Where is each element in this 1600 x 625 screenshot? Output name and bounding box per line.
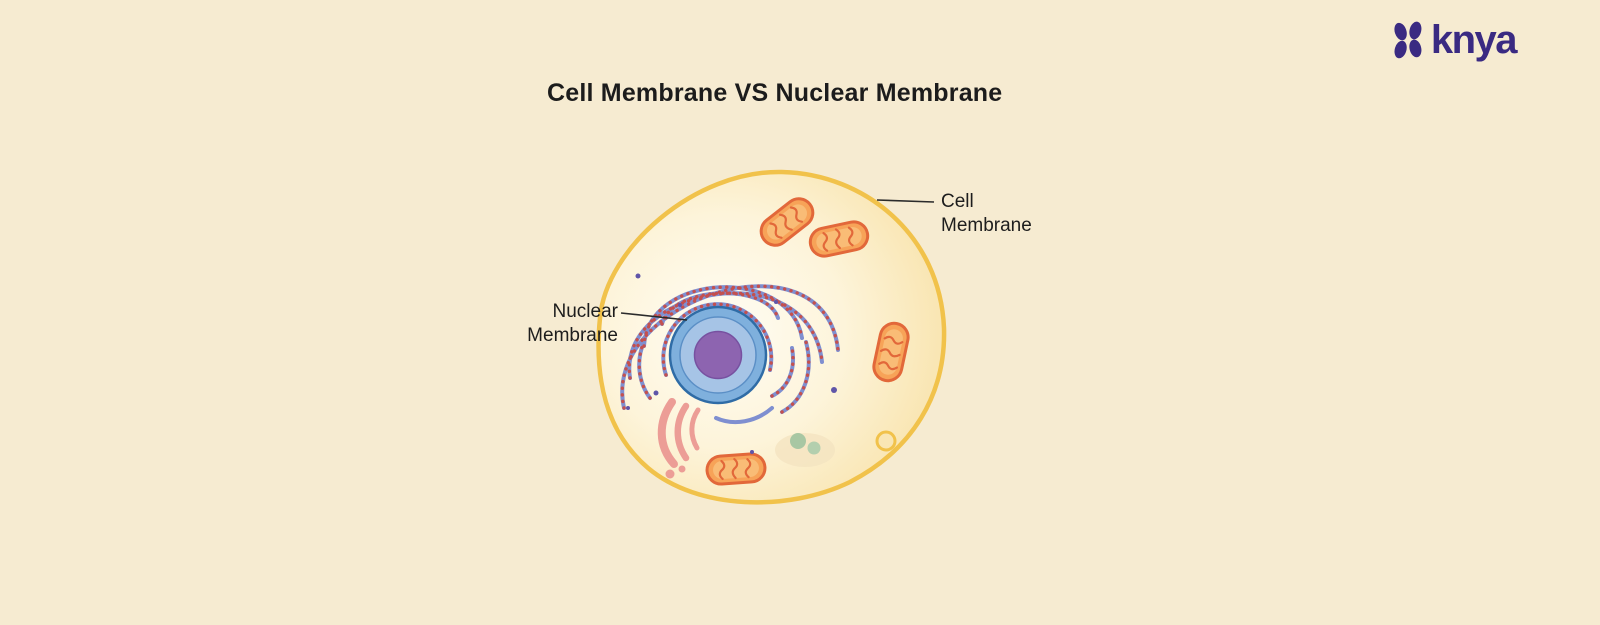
cell-membrane-label: Cell Membrane <box>941 190 1032 238</box>
nuclear-membrane-label-line1: Nuclear <box>552 301 618 322</box>
cytoplasmic-granules <box>626 273 837 454</box>
nuclear-membrane-label-line2: Membrane <box>527 325 618 346</box>
nuclear-membrane-pointer-line <box>620 312 688 321</box>
cell-membrane-pointer-line <box>876 199 935 203</box>
ribosome-dots <box>620 284 840 414</box>
mitochondrion <box>704 451 768 487</box>
cytoplasm-patch <box>775 433 835 467</box>
brand-logo: knya <box>1392 18 1518 62</box>
page-title: Cell Membrane VS Nuclear Membrane <box>547 79 1003 107</box>
nucleus <box>668 305 768 405</box>
cell-membrane-label-line2: Membrane <box>941 215 1032 236</box>
vesicle <box>807 441 821 455</box>
nuclear-membrane-label: Nuclear Membrane <box>527 300 618 348</box>
cell-illustration <box>596 169 947 505</box>
golgi-apparatus <box>657 398 701 479</box>
membrane-pit <box>875 430 897 452</box>
vesicle <box>790 433 806 449</box>
nucleolus <box>693 330 743 380</box>
cell-membrane-label-line1: Cell <box>941 191 974 212</box>
cytoplasm <box>598 171 945 503</box>
brand-name: knya <box>1430 18 1518 62</box>
knya-flower-icon <box>1394 21 1422 59</box>
cell-membrane <box>596 169 947 505</box>
